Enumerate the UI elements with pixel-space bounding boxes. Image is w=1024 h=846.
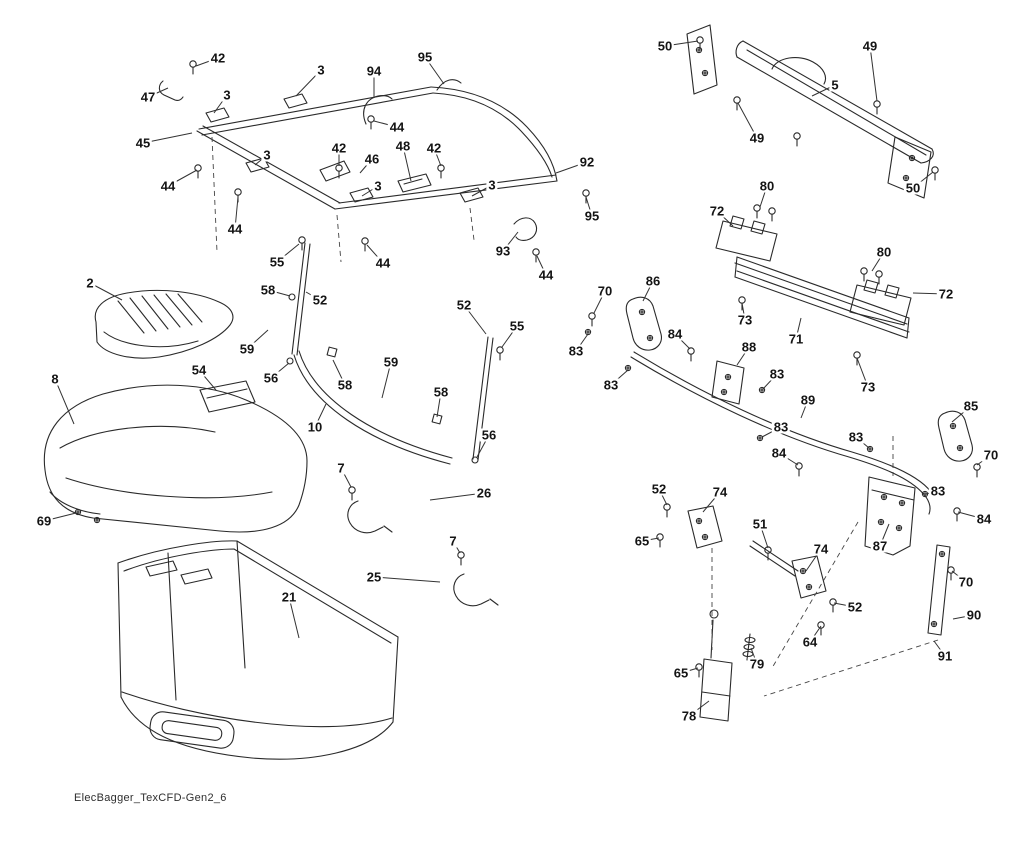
leader-line <box>593 290 606 314</box>
leader-line <box>833 602 856 608</box>
leader-line <box>536 255 547 276</box>
leader-line <box>575 333 589 352</box>
leader-line <box>680 667 699 674</box>
leader-line <box>402 145 412 182</box>
leader-line <box>452 540 461 554</box>
right-bracket-art <box>686 24 939 199</box>
leader-line <box>642 280 654 302</box>
leader-line <box>234 196 239 230</box>
leader-line <box>502 231 519 252</box>
leader-line <box>610 369 629 386</box>
leader-line <box>737 102 758 139</box>
support-tubes-art <box>286 236 504 607</box>
leader-line <box>246 329 269 350</box>
cover-art <box>43 289 308 533</box>
leader-line <box>366 244 384 264</box>
leader-line <box>925 490 939 495</box>
leader-line <box>762 373 778 390</box>
leader-line <box>361 185 379 197</box>
leader-line <box>869 45 878 102</box>
leader-line <box>267 289 291 297</box>
leader-line <box>658 488 668 506</box>
leader-line <box>89 282 123 301</box>
leader-line <box>270 362 290 379</box>
leader-line <box>933 640 946 657</box>
leader-line <box>800 399 809 419</box>
leader-line <box>957 511 985 520</box>
leader-line <box>951 570 967 583</box>
leader-line <box>912 292 947 295</box>
leader-line <box>373 576 441 583</box>
leader-line <box>951 405 972 423</box>
leader-line <box>778 452 799 466</box>
leader-line <box>142 132 193 144</box>
leader-line <box>359 158 373 174</box>
leader-line <box>871 251 885 272</box>
leader-lines <box>43 40 992 717</box>
leader-line <box>295 69 322 97</box>
leader-line <box>373 120 398 128</box>
leader-line <box>741 302 746 321</box>
leader-line <box>167 169 198 187</box>
leader-line <box>429 492 485 501</box>
leader-line <box>795 317 802 340</box>
leader-line <box>476 434 490 458</box>
leader-line <box>436 391 442 418</box>
leader-line <box>340 467 352 488</box>
leader-line <box>702 491 721 513</box>
leader-line <box>759 185 768 208</box>
leader-line <box>879 523 890 547</box>
leader-line <box>501 325 518 348</box>
leader-line <box>314 403 327 428</box>
leader-line <box>463 304 487 335</box>
leader-line <box>855 436 870 449</box>
leader-line <box>641 537 660 542</box>
lower-link-art <box>656 503 837 722</box>
bag-art <box>74 508 399 760</box>
leader-line <box>198 369 217 391</box>
leader-line <box>736 346 750 366</box>
leader-line <box>195 57 219 67</box>
leader-line <box>288 596 300 639</box>
right-frame-art <box>584 296 981 636</box>
leader-line <box>716 210 734 227</box>
leader-line <box>332 359 346 386</box>
leader-line <box>54 378 75 425</box>
leader-line <box>424 56 445 85</box>
leader-line <box>952 614 975 620</box>
leader-line <box>805 548 822 572</box>
leader-line <box>664 40 699 47</box>
leader-line <box>912 171 934 189</box>
rails-art <box>715 204 912 366</box>
leader-line <box>276 243 300 263</box>
leader-line <box>976 454 992 466</box>
leader-line <box>433 147 442 167</box>
leader-line <box>688 700 710 717</box>
diagram-filename: ElecBagger_TexCFD-Gen2_6 <box>74 792 227 804</box>
leader-line <box>585 196 593 217</box>
leader-line <box>555 161 588 174</box>
leader-line <box>759 523 769 549</box>
leader-line <box>809 625 822 643</box>
dashed-guides <box>211 136 939 697</box>
leader-line <box>43 512 77 522</box>
leader-line <box>305 291 321 301</box>
leader-line <box>674 333 691 350</box>
leader-line <box>856 357 869 388</box>
leader-line <box>381 361 392 399</box>
